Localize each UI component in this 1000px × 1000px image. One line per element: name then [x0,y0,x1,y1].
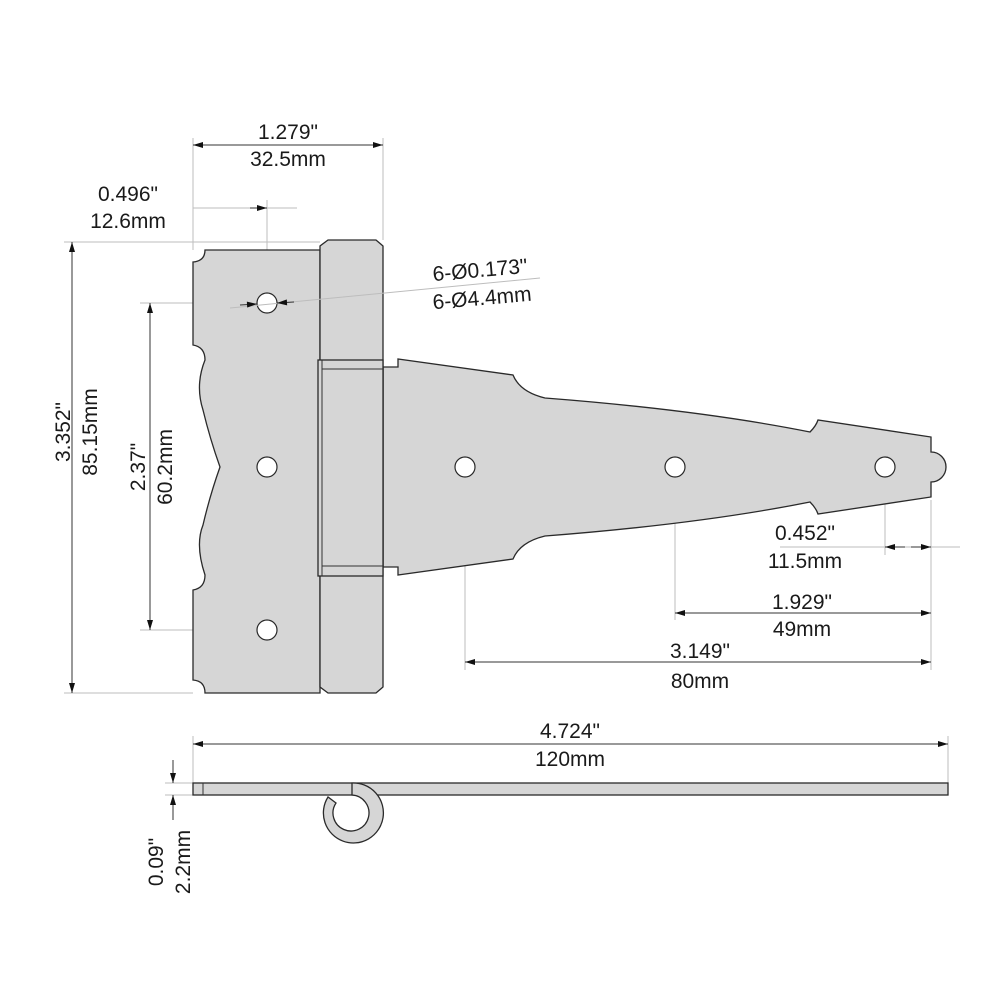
thickness-mm-label: 2.2mm [172,830,195,894]
screw-hole [874,456,896,478]
thickness-inch-label: 0.09" [145,838,168,886]
vertical-spacing-mm-label: 60.2mm [154,429,177,505]
plate-leaf [192,249,321,694]
overall-height-mm-label: 85.15mm [79,388,102,476]
first-offset-inch-label: 3.149" [670,640,730,663]
screw-holes [256,292,896,641]
first-offset-mm-label: 80mm [671,670,729,693]
side-view [192,782,949,844]
vertical-spacing-inch-label: 2.37" [127,443,150,491]
overall-height-inch-label: 3.352" [52,402,75,462]
middle-offset-mm-label: 49mm [773,618,831,641]
screw-hole [454,456,476,478]
hole-offset-inch-label: 0.496" [98,183,158,206]
leaf-width-inch-label: 1.279" [258,121,318,144]
hole-diameter-inch-label: 6-Ø0.173" [432,255,529,286]
overall-length-mm-label: 120mm [535,748,605,771]
knuckle-strap-wrap [317,359,384,577]
screw-hole [664,456,686,478]
screw-hole [256,619,278,641]
leaf-width-mm-label: 32.5mm [250,148,326,171]
overall-length-inch-label: 4.724" [540,720,600,743]
screw-hole [256,292,278,314]
middle-offset-inch-label: 1.929" [772,591,832,614]
tip-offset-mm-label: 11.5mm [768,550,842,573]
screw-hole [256,456,278,478]
dimension-lines [69,142,960,820]
tip-offset-inch-label: 0.452" [775,522,835,545]
hole-offset-mm-label: 12.6mm [90,210,166,233]
